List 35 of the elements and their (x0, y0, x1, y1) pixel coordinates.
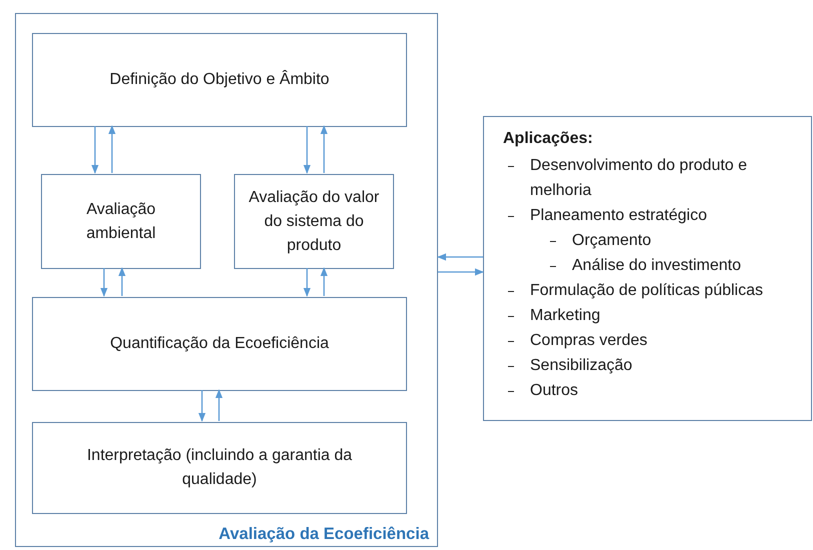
process-box (41, 174, 201, 269)
list-heading: Aplicações: (503, 130, 593, 148)
list-item: Desenvolvimento do produto e melhoria (530, 156, 748, 201)
box-label: Interpretação (incluindo a garantia da qualidade) (86, 446, 354, 490)
arrow (303, 126, 311, 174)
arrow (108, 125, 116, 173)
box-label: Avaliação ambiental (85, 200, 157, 244)
list-panel (483, 116, 812, 421)
process-box (32, 422, 407, 514)
arrow (198, 390, 206, 422)
arrow (91, 126, 99, 174)
arrow (100, 268, 108, 297)
arrow (215, 389, 223, 421)
process-box (234, 174, 394, 269)
process-box (32, 33, 407, 127)
arrow (437, 253, 483, 261)
list-item: Análise do investimento (572, 256, 741, 276)
arrow (303, 268, 311, 297)
outer-frame (15, 13, 438, 547)
list-item: Sensibilização (530, 356, 632, 376)
box-label: Quantificação da Ecoeficiência (110, 334, 329, 354)
arrow (118, 267, 126, 296)
arrow (320, 267, 328, 296)
list-item: Planeamento estratégico (530, 206, 707, 226)
arrow (438, 268, 484, 276)
list-item: Marketing (530, 306, 600, 326)
list-item: Compras verdes (530, 331, 648, 351)
list-item: Orçamento (572, 231, 652, 251)
box-label: Definição do Objetivo e Âmbito (110, 69, 330, 90)
process-box (32, 297, 407, 391)
list-item: Formulação de políticas públicas (530, 281, 764, 301)
arrow (320, 125, 328, 173)
list-item: Outros (530, 381, 578, 401)
frame-title: Avaliação da Ecoeficiência (218, 525, 429, 544)
box-label: Avaliação do valor do sistema do produto (248, 188, 380, 256)
